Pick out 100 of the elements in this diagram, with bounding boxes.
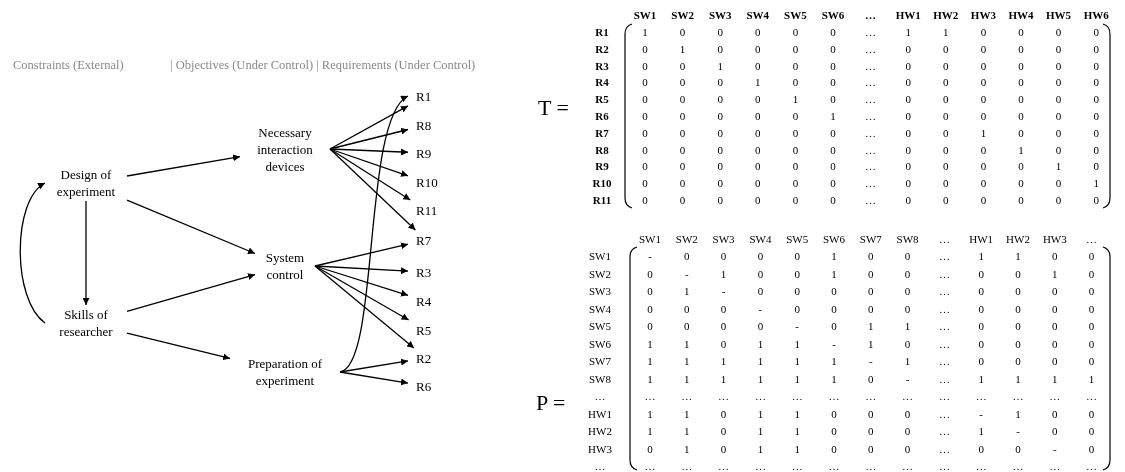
matrix-cell: 0 bbox=[978, 302, 984, 315]
matrix-cell: … bbox=[938, 390, 950, 402]
matrix-cell: … bbox=[1012, 460, 1024, 472]
row-header: SW6 bbox=[589, 337, 611, 350]
column-header: SW2 bbox=[675, 233, 698, 245]
matrix-cell: 1 bbox=[1018, 143, 1024, 156]
requirement-label: R10 bbox=[408, 172, 444, 192]
matrix-cell: 0 bbox=[679, 59, 686, 72]
matrix-cell: 0 bbox=[868, 425, 874, 437]
matrix-cell: 1 bbox=[794, 337, 800, 350]
matrix-cell: 0 bbox=[1015, 302, 1021, 315]
matrix-cell: 0 bbox=[717, 42, 723, 55]
matrix-cell: - bbox=[758, 302, 763, 315]
matrix-cell: 0 bbox=[679, 177, 686, 190]
matrix-cell: 1 bbox=[831, 372, 837, 385]
matrix-cell: 0 bbox=[757, 250, 764, 262]
matrix-cell: 1 bbox=[642, 26, 648, 38]
matrix-cell: 0 bbox=[1093, 59, 1099, 72]
matrix-cell: … bbox=[791, 460, 803, 472]
matrix-cell: - bbox=[648, 250, 652, 262]
matrix-cell: 1 bbox=[792, 93, 799, 106]
matrix-cell: 0 bbox=[943, 76, 949, 89]
matrix-cell: 0 bbox=[720, 442, 727, 455]
row-header: SW8 bbox=[589, 372, 611, 385]
matrix-cell: 0 bbox=[1088, 320, 1095, 332]
matrix-cell: 1 bbox=[1015, 407, 1021, 420]
matrix-cell: 0 bbox=[831, 442, 837, 455]
matrix-cell: 1 bbox=[720, 267, 727, 280]
matrix-cell: 0 bbox=[1018, 126, 1024, 139]
matrix-cell: 0 bbox=[978, 442, 984, 455]
matrix-cell: 0 bbox=[642, 76, 648, 89]
column-header: SW5 bbox=[786, 233, 809, 245]
matrix-cell: 0 bbox=[642, 143, 648, 156]
column-header: SW1 bbox=[633, 9, 657, 21]
matrix-cell: 0 bbox=[757, 285, 764, 297]
row-header: R7 bbox=[595, 126, 609, 139]
matrix-cell: 0 bbox=[904, 267, 911, 280]
matrix-cell: 0 bbox=[792, 59, 799, 72]
column-header: HW2 bbox=[933, 9, 959, 21]
matrix-cell: … bbox=[718, 460, 730, 472]
matrix-cell: 0 bbox=[1018, 177, 1024, 190]
column-header: HW1 bbox=[969, 233, 994, 245]
matrix-cell: 1 bbox=[1093, 177, 1099, 190]
matrix-cell: … bbox=[865, 126, 877, 139]
matrix-cell: 0 bbox=[978, 355, 984, 367]
matrix-cell: 0 bbox=[1052, 250, 1058, 262]
matrix-cell: … bbox=[938, 372, 950, 385]
arrow bbox=[314, 265, 409, 297]
matrix-cell: 0 bbox=[720, 337, 727, 350]
matrix-cell: 0 bbox=[868, 267, 874, 280]
matrix-cell: 0 bbox=[904, 302, 911, 315]
matrix-cell: - bbox=[1052, 442, 1057, 455]
matrix-cell: 0 bbox=[1055, 177, 1062, 190]
matrix-cell: 0 bbox=[1055, 194, 1062, 206]
matrix-cell: 0 bbox=[1055, 110, 1062, 122]
column-header: SW8 bbox=[896, 233, 919, 245]
matrix-cell: 0 bbox=[943, 143, 949, 156]
row-header: HW2 bbox=[588, 425, 612, 437]
matrix-equation-label: T = bbox=[538, 95, 569, 121]
matrix-cell: … bbox=[828, 460, 840, 472]
matrix-cell: 0 bbox=[647, 320, 653, 332]
requirement-label: R2 bbox=[408, 348, 444, 368]
matrix-cell: … bbox=[865, 59, 877, 72]
matrix-cell: 1 bbox=[684, 355, 690, 367]
node-label: Necessary interaction devices bbox=[240, 122, 330, 176]
matrix-cell: 0 bbox=[1052, 355, 1058, 367]
matrix-cell: 0 bbox=[1015, 267, 1021, 280]
matrix-cell: 0 bbox=[978, 285, 984, 297]
matrix-cell: 0 bbox=[1055, 126, 1062, 139]
matrix-cell: 0 bbox=[904, 407, 911, 420]
matrix-cell: 1 bbox=[684, 337, 690, 350]
matrix-cell: 0 bbox=[830, 42, 836, 55]
matrix-cell: 1 bbox=[904, 320, 911, 332]
matrix-cell: 1 bbox=[794, 372, 800, 385]
matrix-cell: 0 bbox=[792, 160, 799, 173]
matrix-cell: 0 bbox=[794, 250, 800, 262]
matrix-cell: 0 bbox=[1018, 76, 1024, 89]
matrix-cell: … bbox=[865, 76, 877, 89]
matrix-cell: 0 bbox=[943, 126, 949, 139]
arrow bbox=[329, 105, 409, 150]
matrix-cell: … bbox=[828, 390, 840, 402]
matrix-cell: 0 bbox=[831, 285, 837, 297]
matrix-cell: 1 bbox=[794, 425, 800, 437]
column-header: … bbox=[865, 9, 877, 21]
matrix-cell: … bbox=[938, 302, 950, 315]
arrow bbox=[329, 148, 409, 156]
matrix-cell: 0 bbox=[1018, 110, 1024, 122]
matrix-cell: 0 bbox=[717, 160, 723, 173]
matrix-cell: 0 bbox=[717, 110, 723, 122]
requirement-label: R11 bbox=[408, 200, 444, 220]
matrix-cell: 0 bbox=[679, 26, 686, 38]
matrix-cell: 0 bbox=[980, 59, 987, 72]
matrix-cell: 0 bbox=[1015, 442, 1021, 455]
column-header: HW5 bbox=[1046, 9, 1072, 21]
matrix-cell: 0 bbox=[684, 302, 690, 315]
matrix-cell: 0 bbox=[1088, 250, 1095, 262]
matrix-cell: … bbox=[754, 460, 766, 472]
column-header: … bbox=[1086, 233, 1098, 245]
matrix-cell: 0 bbox=[1052, 302, 1058, 315]
column-heading: | Objectives (Under Control) | Requirements (Under Control) bbox=[170, 58, 476, 73]
